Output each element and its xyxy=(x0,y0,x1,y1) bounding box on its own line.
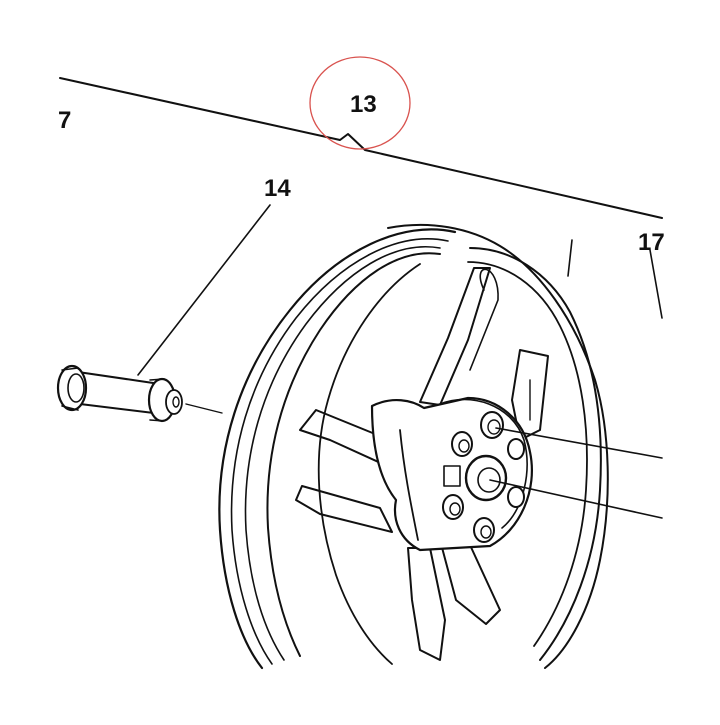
highlight-circle xyxy=(309,56,411,150)
label-14: 14 xyxy=(264,175,291,202)
leader-lines xyxy=(137,204,663,414)
reference-line xyxy=(59,77,663,219)
label-7: 7 xyxy=(58,107,71,134)
label-17: 17 xyxy=(638,229,665,256)
axle-part xyxy=(56,364,183,423)
wheel xyxy=(218,223,663,670)
label-13: 13 xyxy=(350,91,377,118)
hub-bolt-holes xyxy=(442,411,525,543)
